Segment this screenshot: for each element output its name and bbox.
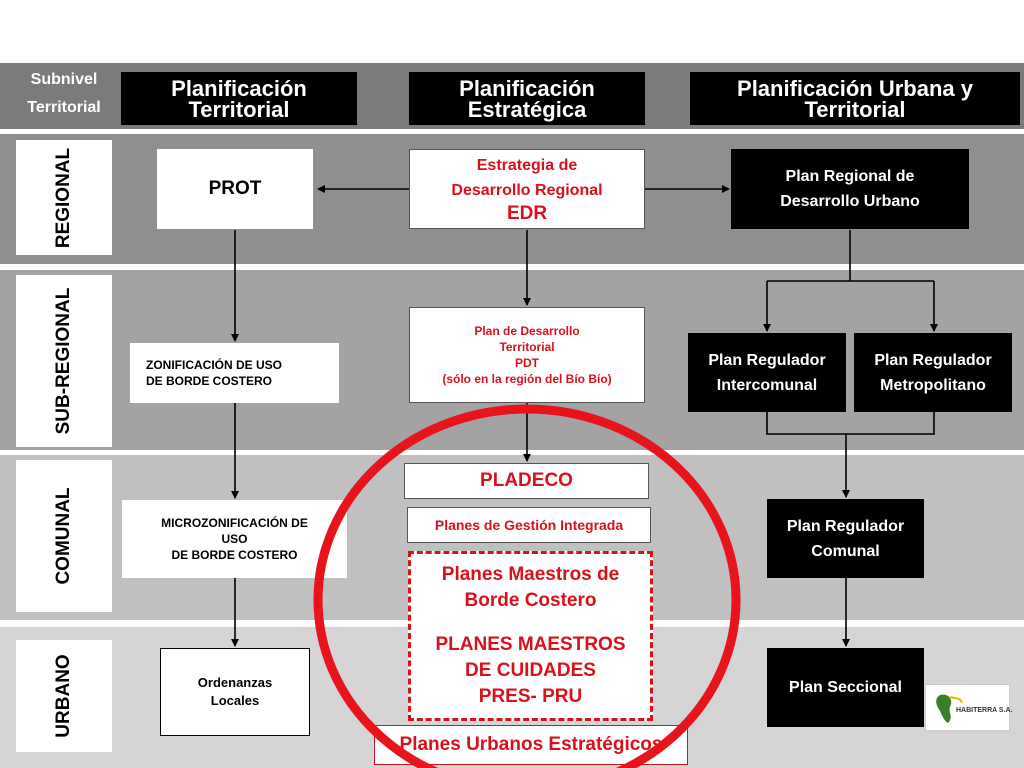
habiterra-logo: HABITERRA S.A. [925,684,1013,731]
node-zonificacion-line1: ZONIFICACIÓN DE USO [146,358,283,372]
node-pmc-line2: DE CUIDADES [465,660,596,681]
node-planes-urbanos-estrategicos: Planes Urbanos Estratégicos [374,725,688,765]
node-zonificacion: ZONIFICACIÓN DE USO DE BORDE COSTERO [130,343,339,403]
column-header-planificacion-urbana: Planificación Urbana y Territorial [690,72,1020,125]
node-prdu: Plan Regional de Desarrollo Urbano [731,149,969,229]
row-label-subregional: SUB-REGIONAL [16,275,112,447]
node-prc: Plan Regulador Comunal [767,499,924,578]
node-prm: Plan Regulador Metropolitano [854,333,1012,412]
node-pri-line1: Plan Regulador [708,351,826,369]
subnivel-line1: Subnivel [30,71,98,88]
node-edr-line1: Estrategia de [476,157,578,174]
column-header-planificacion-urbana-text: Planificación Urbana y Territorial [737,75,973,122]
node-pladeco: PLADECO [404,463,649,499]
habiterra-logo-text: HABITERRA S.A. [956,707,1013,714]
node-prm-line1: Plan Regulador [874,351,992,369]
node-prot: PROT [157,149,313,229]
column-header-planificacion-territorial: Planificación Territorial [121,72,357,125]
row-label-urbano: URBANO [16,640,112,752]
node-prc-line2: Comunal [811,542,880,560]
node-zonificacion-line2: DE BORDE COSTERO [146,374,273,388]
node-pri: Plan Regulador Intercomunal [688,333,846,412]
node-pdt: Plan de Desarrollo Territorial PDT (sólo… [409,307,645,403]
node-pdt-line2: Territorial [499,340,555,354]
node-pri-line2: Intercomunal [716,376,818,394]
node-edr-line3: EDR [506,203,548,224]
node-prc-line1: Plan Regulador [786,517,905,535]
node-pmbc-line1: Planes Maestros de [441,564,620,585]
node-pmc-line3: PRES- PRU [478,686,583,707]
column-header-planificacion-estrategica-text: Planificación Estratégica [459,75,595,122]
node-edr-line2: Desarrollo Regional [451,182,603,199]
node-planes-gestion-integrada: Planes de Gestión Integrada [407,507,651,543]
node-prm-line2: Metropolitano [880,376,986,394]
node-prdu-line2: Desarrollo Urbano [780,193,920,210]
node-pdt-line3: PDT [515,356,539,370]
column-header-planificacion-estrategica: Planificación Estratégica [409,72,645,125]
connector-pri-prm-merge [766,412,935,435]
node-planes-maestros-dashed-group: Planes Maestros de Borde Costero PLANES … [408,551,653,721]
row-label-regional: REGIONAL [16,140,112,255]
node-pmbc-line2: Borde Costero [464,590,597,611]
node-pladeco-text: PLADECO [480,470,573,491]
node-seccional-text: Plan Seccional [789,678,902,696]
node-pdt-line1: Plan de Desarrollo [474,324,580,338]
node-pdt-line4: (sólo en la región del Bío Bío) [442,372,612,386]
subnivel-line2: Territorial [27,99,101,116]
node-micro-line1: MICROZONIFICACIÓN DE [161,516,308,530]
node-ordenanzas-line1: Ordenanzas [197,675,273,690]
subnivel-label: Subnivel Territorial [14,66,114,126]
node-micro-line3: DE BORDE COSTERO [171,548,298,562]
node-pue-text: Planes Urbanos Estratégicos [399,734,663,755]
node-prot-text: PROT [208,178,262,199]
node-micro-line2: USO [221,532,248,546]
node-pgi-text: Planes de Gestión Integrada [434,517,624,533]
node-plan-seccional: Plan Seccional [767,648,924,727]
node-prdu-line1: Plan Regional de [785,168,915,185]
node-edr: Estrategia de Desarrollo Regional EDR [409,149,645,229]
node-ordenanzas: Ordenanzas Locales [160,648,310,736]
row-label-comunal: COMUNAL [16,460,112,612]
node-microzonificacion: MICROZONIFICACIÓN DE USO DE BORDE COSTER… [122,500,347,578]
column-header-planificacion-territorial-text: Planificación Territorial [171,75,307,122]
node-pmc-line1: PLANES MAESTROS [435,634,626,655]
node-ordenanzas-line2: Locales [210,693,260,708]
habiterra-logo-icon [936,694,963,723]
